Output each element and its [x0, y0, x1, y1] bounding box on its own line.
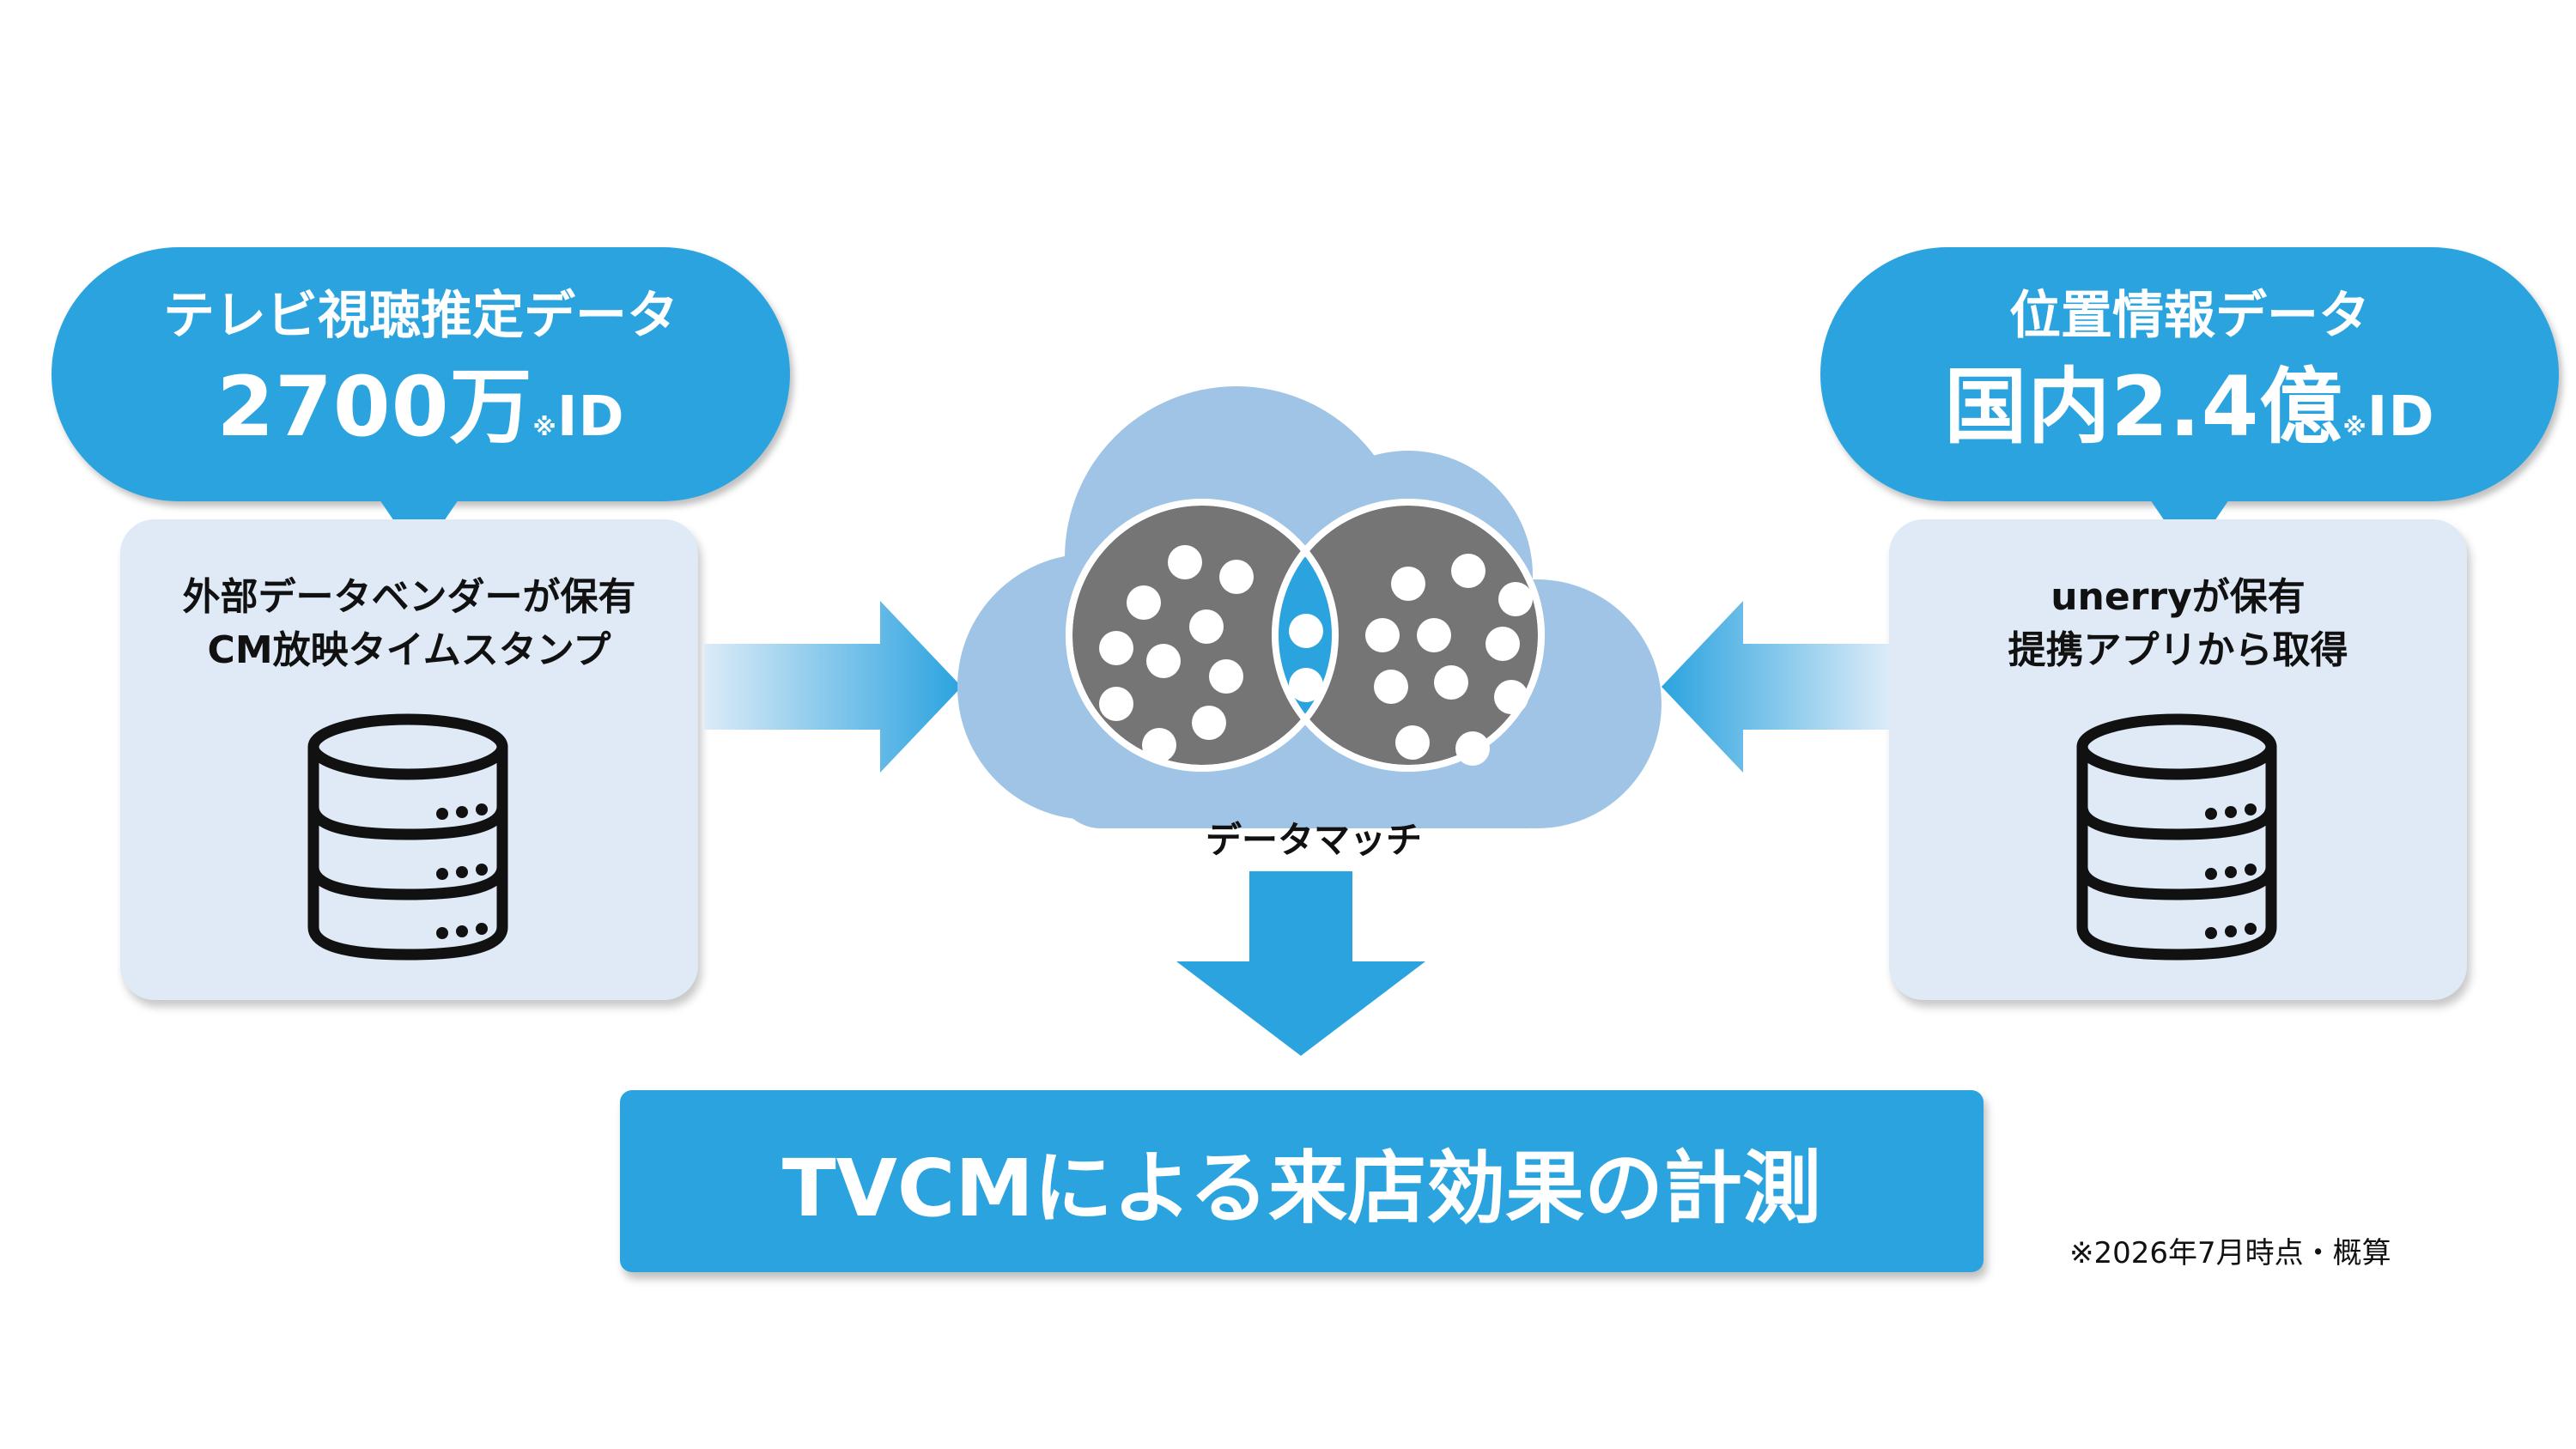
right-bubble-suffix: ID — [2366, 385, 2435, 449]
right-bubble-value-row: 国内2.4億※ID — [1820, 366, 2559, 448]
footnote: ※2026年7月時点・概算 — [2069, 1236, 2391, 1270]
left-bubble-note-mark: ※ — [532, 413, 557, 441]
right-card-line1: unerryが保有 — [2050, 575, 2306, 619]
down-arrow-icon — [1176, 871, 1425, 1056]
left-bubble-title: テレビ視聴推定データ — [163, 286, 678, 346]
result-label: TVCMによる来店効果の計測 — [781, 1142, 1822, 1234]
cloud-venn-icon — [957, 386, 1662, 828]
left-source-card: 外部データベンダーが保有 CM放映タイムスタンプ — [120, 519, 698, 1000]
data-match-label: データマッチ — [1205, 819, 1422, 861]
right-bubble-value: 国内2.4億 — [1944, 359, 2343, 455]
left-card-line1: 外部データベンダーが保有 — [182, 575, 636, 619]
left-data-bubble: テレビ視聴推定データ 2700万※ID — [52, 247, 790, 501]
left-bubble-value-row: 2700万※ID — [52, 366, 790, 448]
right-data-bubble: 位置情報データ 国内2.4億※ID — [1820, 247, 2559, 501]
right-bubble-title: 位置情報データ — [2009, 286, 2370, 346]
database-icon — [2076, 713, 2277, 961]
database-icon — [307, 713, 508, 961]
left-to-center-arrow-icon — [704, 601, 962, 773]
left-bubble-value: 2700万 — [216, 359, 533, 455]
right-card-line2: 提携アプリから取得 — [2008, 628, 2348, 672]
result-banner: TVCMによる来店効果の計測 — [620, 1090, 1984, 1272]
right-to-center-arrow-icon — [1662, 601, 1889, 773]
left-card-line2: CM放映タイムスタンプ — [207, 628, 611, 672]
right-source-card: unerryが保有 提携アプリから取得 — [1889, 519, 2467, 1000]
right-bubble-note-mark: ※ — [2342, 413, 2367, 441]
left-bubble-suffix: ID — [556, 385, 625, 449]
